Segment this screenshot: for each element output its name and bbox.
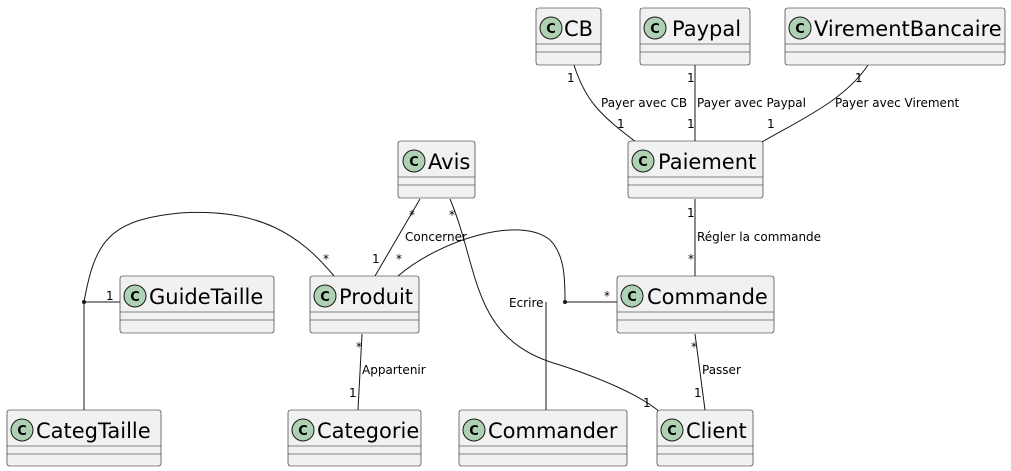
edge-avis-produit [374, 198, 421, 277]
class-name-paypal: Paypal [672, 17, 741, 41]
class-icon: C [402, 149, 426, 173]
class-icon: C [462, 418, 486, 442]
edge-commande-client [694, 333, 706, 411]
edge-produit-categorie [357, 333, 363, 411]
class-icon: C [660, 418, 684, 442]
edge-avis-client [449, 198, 661, 413]
class-categtaille[interactable]: C CategTaille [6, 409, 162, 467]
class-commander[interactable]: C Commander [458, 409, 628, 467]
mult-avis-concerner: * [409, 208, 415, 222]
class-name-paiement: Paiement [658, 150, 756, 174]
class-paypal[interactable]: C Paypal [639, 7, 751, 66]
mult-virement-target: 1 [767, 117, 775, 131]
edge-labels: Payer avec CB 1 1 Payer avec Paypal 1 1 … [106, 71, 960, 410]
class-produit[interactable]: C Produit [309, 275, 420, 334]
label-payer-paypal: Payer avec Paypal [697, 96, 806, 110]
mult-commande-commander: * [604, 289, 610, 303]
svg-text:C: C [650, 22, 660, 37]
label-passer: Passer [702, 363, 741, 377]
edge-virement-paiement [761, 64, 869, 143]
svg-text:C: C [409, 155, 419, 170]
svg-text:C: C [667, 424, 677, 439]
label-payer-cb: Payer avec CB [601, 96, 687, 110]
edges [83, 64, 869, 413]
class-name-produit: Produit [339, 285, 413, 309]
class-icon: C [539, 16, 563, 40]
class-name-virementbancaire: VirementBancaire [814, 17, 1002, 41]
mult-paypal-target: 1 [687, 117, 695, 131]
class-commande[interactable]: C Commande [616, 275, 775, 334]
class-name-cb: CB [564, 17, 593, 41]
class-paiement[interactable]: C Paiement [627, 140, 764, 199]
label-appartenir: Appartenir [362, 363, 426, 377]
label-ecrire: Ecrire [509, 296, 544, 310]
class-name-guidetaille: GuideTaille [149, 285, 263, 309]
mult-cb-source: 1 [567, 71, 575, 85]
mult-cb-target: 1 [617, 117, 625, 131]
class-icon: C [313, 284, 337, 308]
svg-text:C: C [627, 290, 637, 305]
mult-commande-target: * [688, 252, 694, 266]
class-icon: C [643, 16, 667, 40]
svg-text:C: C [469, 424, 479, 439]
class-name-commander: Commander [488, 419, 618, 443]
class-icon: C [10, 418, 34, 442]
mult-commande-passer: * [691, 340, 697, 354]
mult-produit-appartenir: * [356, 340, 362, 354]
class-icon: C [123, 284, 147, 308]
mult-produit-concerner: 1 [372, 252, 380, 266]
mult-produit-guide: * [323, 252, 329, 266]
label-payer-virement: Payer avec Virement [835, 96, 960, 110]
svg-text:C: C [320, 290, 330, 305]
class-name-commande: Commande [647, 285, 768, 309]
class-name-categtaille: CategTaille [36, 419, 151, 443]
mult-avis-ecrire: * [449, 208, 455, 222]
class-categorie[interactable]: C Categorie [287, 409, 422, 467]
mult-guidetaille: 1 [106, 289, 114, 303]
label-regler-commande: Régler la commande [697, 230, 821, 244]
class-cb[interactable]: C CB [535, 7, 602, 66]
mult-virement-source: 1 [855, 71, 863, 85]
mult-paiement-source: 1 [687, 206, 695, 220]
edge-produit-guidetaille [83, 211, 335, 303]
svg-text:C: C [17, 424, 27, 439]
assoc-point-commander [563, 300, 567, 304]
mult-categorie-appartenir: 1 [349, 386, 357, 400]
mult-client-ecrire: 1 [643, 396, 651, 410]
class-icon: C [291, 418, 315, 442]
class-name-avis: Avis [428, 150, 470, 174]
label-concerner: Concerner [405, 230, 467, 244]
svg-text:C: C [130, 290, 140, 305]
class-client[interactable]: C Client [656, 409, 754, 467]
class-guidetaille[interactable]: C GuideTaille [119, 275, 275, 334]
svg-text:C: C [638, 155, 648, 170]
svg-text:C: C [546, 22, 556, 37]
mult-produit-commander: * [396, 252, 402, 266]
class-virementbancaire[interactable]: C VirementBancaire [784, 7, 1006, 66]
edge-produit-commander [397, 229, 566, 303]
assoc-point-guidetaille [82, 300, 86, 304]
svg-text:C: C [795, 22, 805, 37]
svg-text:C: C [298, 424, 308, 439]
class-icon: C [620, 284, 644, 308]
mult-paypal-source: 1 [687, 71, 695, 85]
mult-client-passer: 1 [694, 386, 702, 400]
class-icon: C [788, 16, 812, 40]
edge-cb-paiement [573, 64, 637, 143]
class-avis[interactable]: C Avis [397, 140, 476, 199]
class-icon: C [631, 149, 655, 173]
class-name-categorie: Categorie [317, 419, 419, 443]
class-name-client: Client [686, 419, 747, 443]
